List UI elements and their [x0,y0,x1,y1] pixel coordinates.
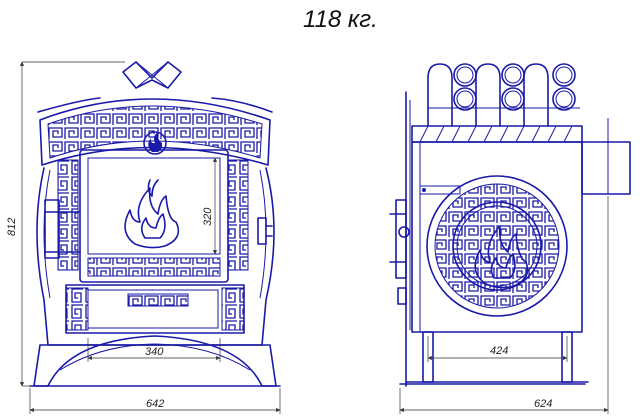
width-dimension: 642 [29,388,281,414]
height-dim-label: 812 [6,218,18,236]
leg-span-dim-label: 424 [490,345,508,357]
depth-dim-label: 624 [534,398,552,410]
top-plate [411,125,583,143]
door-handle [44,199,81,259]
door-latch [257,217,273,245]
side-handle [389,199,410,305]
flue-outlet [581,118,631,195]
brand-plate [419,185,461,195]
height-dimension: 812 [6,61,125,387]
door-height-dimension: 320 [202,157,218,255]
door-height-dim-label: 320 [202,207,214,226]
side-flame-icon [474,225,529,289]
side-view: 424 624 [389,63,631,414]
firebox-door [79,149,229,283]
door-width-dimension: 340 [87,338,221,362]
convection-pipes [427,63,580,127]
ash-door [65,284,245,334]
side-ornament-panel [426,175,568,317]
stove-base [29,335,281,387]
weight-label: 118 кг. [303,6,378,33]
width-dim-label: 642 [146,398,164,410]
leg-span-dimension: 424 [427,336,568,362]
depth-dimension: 624 [399,196,609,414]
door-flame-icon [124,179,180,249]
door-width-dim-label: 340 [145,346,164,358]
top-flame-emblem [143,131,167,155]
chimney-collar [122,61,182,89]
front-view: 812 320 340 642 [6,61,281,414]
